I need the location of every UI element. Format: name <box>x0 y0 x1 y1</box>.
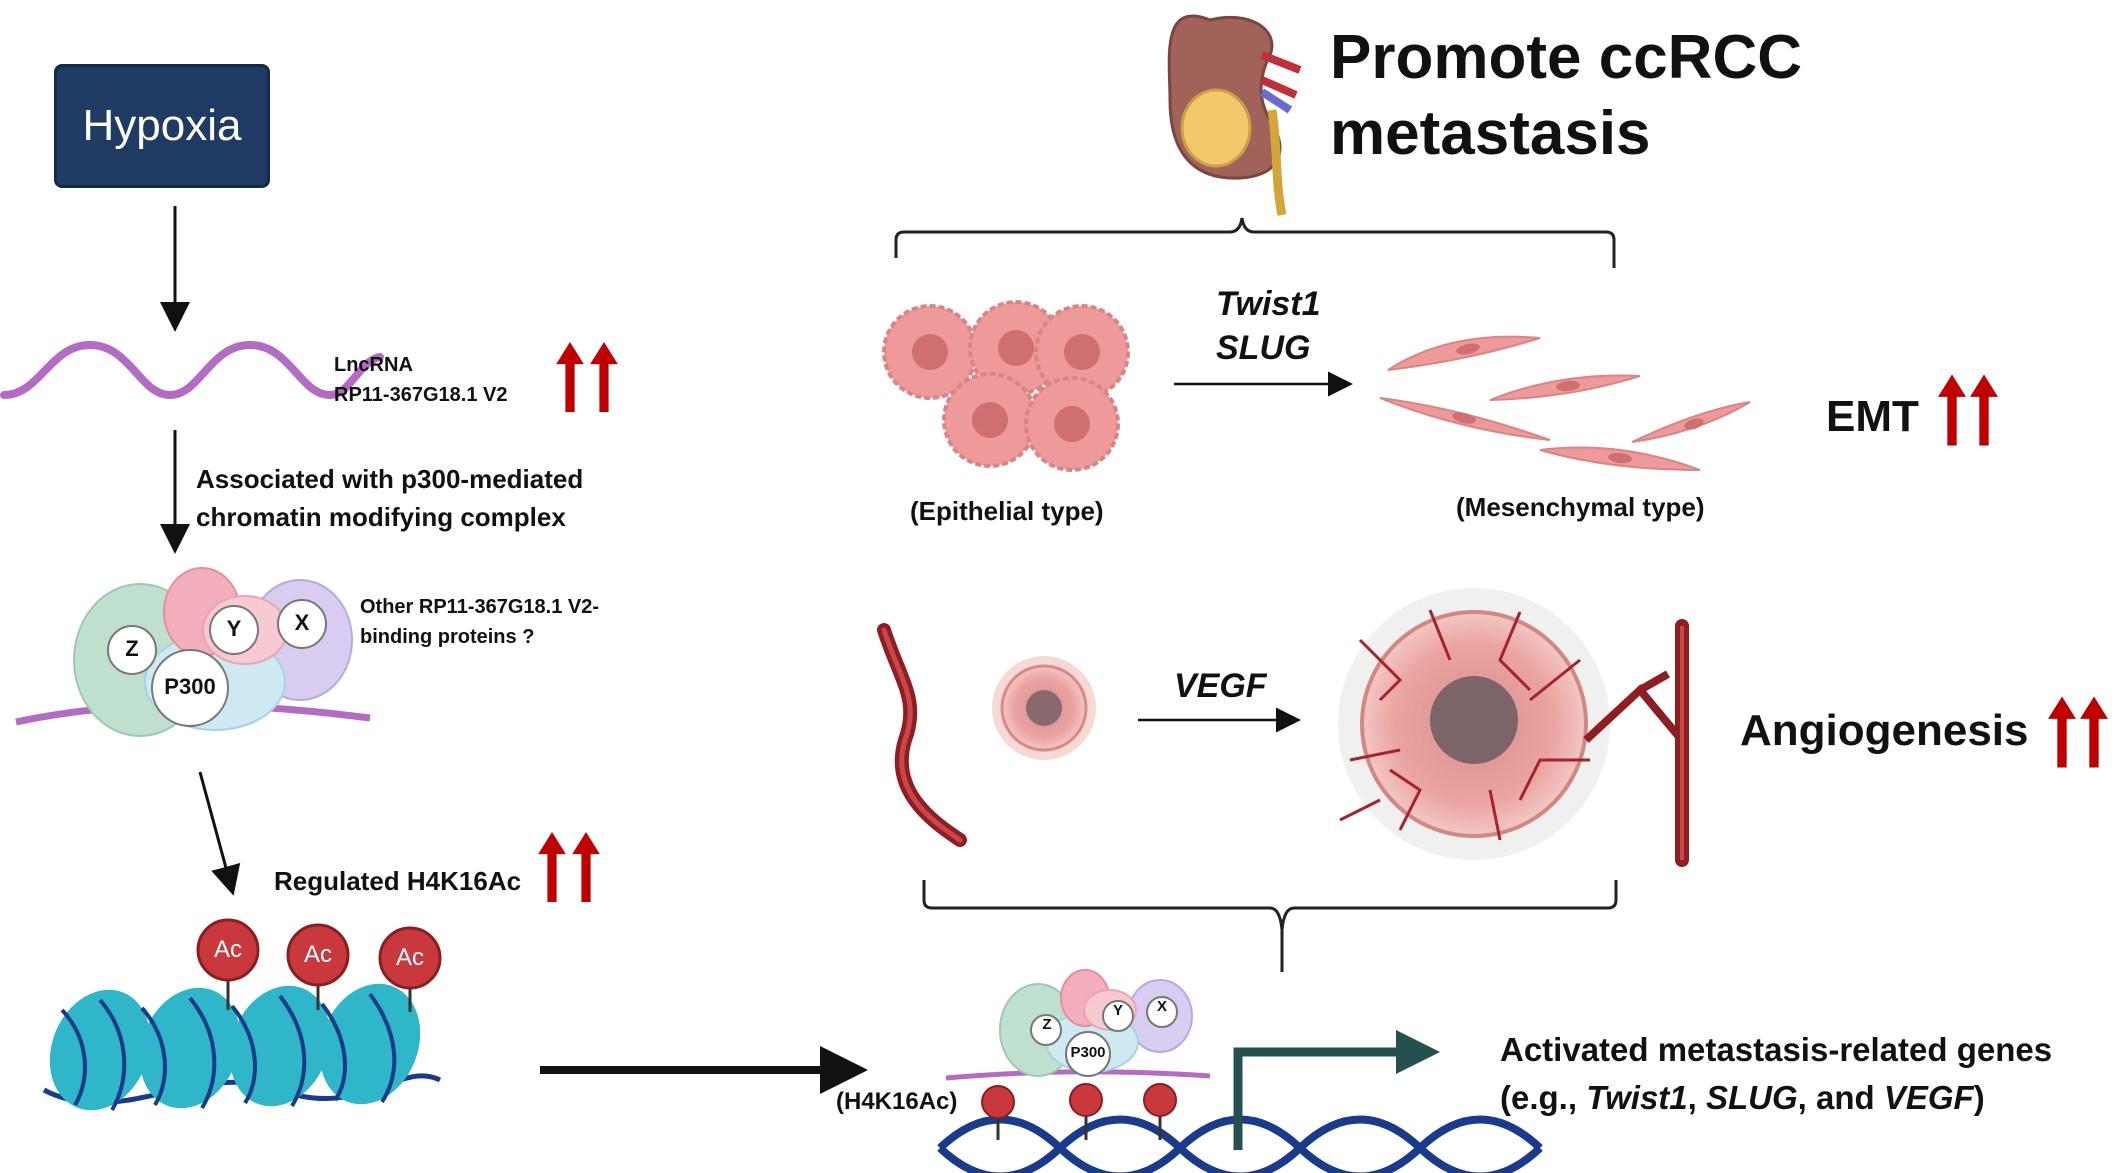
emt-genes: Twist1 SLUG <box>1216 282 1321 370</box>
other-proteins-line2: binding proteins ? <box>360 626 535 648</box>
activated-gene1: Twist1 <box>1586 1079 1688 1116</box>
small-tumor <box>992 656 1096 760</box>
epithelial-label: (Epithelial type) <box>910 496 1104 526</box>
regulated-label: Regulated H4K16Ac <box>274 866 522 896</box>
lncrna-line2: RP11-367G18.1 V2 <box>334 384 508 406</box>
activated-sep2: , and <box>1797 1079 1884 1116</box>
associated-line1: Associated with p300-mediated <box>196 464 584 494</box>
activated-sep1: , <box>1687 1079 1706 1116</box>
complex-p300-label: P300 <box>1070 1044 1106 1061</box>
nucleosome-array <box>42 918 442 1112</box>
up-arrow-icon <box>2048 696 2076 768</box>
up-arrow-icon <box>1938 374 1966 446</box>
protein-complex-bottom <box>945 969 1211 1081</box>
emt-gene2: SLUG <box>1216 329 1311 367</box>
complex-x-label: X <box>1156 998 1167 1015</box>
up-arrow-icon <box>538 832 566 902</box>
complex-z-label: Z <box>125 636 139 661</box>
lncrna-label: LncRNA RP11-367G18.1 V2 <box>334 350 507 410</box>
complex-y-label: Y <box>226 616 242 641</box>
hypoxia-box: Hypoxia <box>54 64 270 188</box>
ac-label: Ac <box>303 941 332 968</box>
up-arrow-icon <box>2080 696 2108 768</box>
protein-complex-left <box>15 567 371 737</box>
activated-prefix: (e.g., <box>1500 1079 1587 1116</box>
arrow-complex-to-nucleosome <box>198 771 241 896</box>
other-proteins-line1: Other RP11-367G18.1 V2- <box>360 596 600 618</box>
complex-z-label: Z <box>1042 1016 1052 1033</box>
up-arrow-icon <box>1970 374 1998 446</box>
activated-genes-label: Activated metastasis-related genes (e.g.… <box>1500 1026 2052 1122</box>
associated-line2: chromatin modifying complex <box>196 502 566 532</box>
ac-label: Ac <box>213 936 242 963</box>
hypoxia-label: Hypoxia <box>82 101 242 150</box>
main-title: Promote ccRCC metastasis <box>1330 20 1802 172</box>
large-tumor <box>1338 588 1684 860</box>
emt-gene1: Twist1 <box>1216 285 1321 323</box>
title-line2: metastasis <box>1330 99 1651 168</box>
activated-line1: Activated metastasis-related genes <box>1500 1031 2053 1068</box>
mesenchymal-label: (Mesenchymal type) <box>1456 492 1705 522</box>
activated-gene3: VEGF <box>1883 1079 1974 1116</box>
kidney-icon <box>1167 14 1302 216</box>
other-proteins-label: Other RP11-367G18.1 V2- binding proteins… <box>360 592 599 652</box>
emt-label: EMT <box>1826 392 1919 441</box>
associated-label: Associated with p300-mediated chromatin … <box>196 460 583 536</box>
bottom-bracket <box>922 880 1618 931</box>
complex-y-label: Y <box>1112 1002 1123 1019</box>
up-arrow-icon <box>556 342 584 412</box>
h4k16ac-label: (H4K16Ac) <box>836 1088 958 1115</box>
mesenchymal-cells <box>1379 335 1751 471</box>
top-bracket <box>894 217 1616 268</box>
complex-p300-label: P300 <box>164 674 216 699</box>
ac-label: Ac <box>395 944 424 971</box>
activated-gene2: SLUG <box>1706 1079 1798 1116</box>
up-arrow-icon <box>572 832 600 902</box>
angiogenesis-label: Angiogenesis <box>1740 706 2029 755</box>
activated-line2: (e.g., Twist1, SLUG, and VEGF) <box>1500 1074 2052 1122</box>
activated-suffix: ) <box>1973 1079 1985 1116</box>
h4k16ac-marks <box>981 1083 1177 1140</box>
epithelial-cells <box>882 300 1130 472</box>
vegf-label: VEGF <box>1174 667 1267 705</box>
lncrna-line1: LncRNA <box>334 354 413 376</box>
complex-x-label: X <box>294 610 310 635</box>
title-line1: Promote ccRCC <box>1330 23 1802 92</box>
lncrna-wave <box>0 340 384 400</box>
up-arrow-icon <box>590 342 618 412</box>
promoter-arrow <box>1233 1030 1440 1150</box>
